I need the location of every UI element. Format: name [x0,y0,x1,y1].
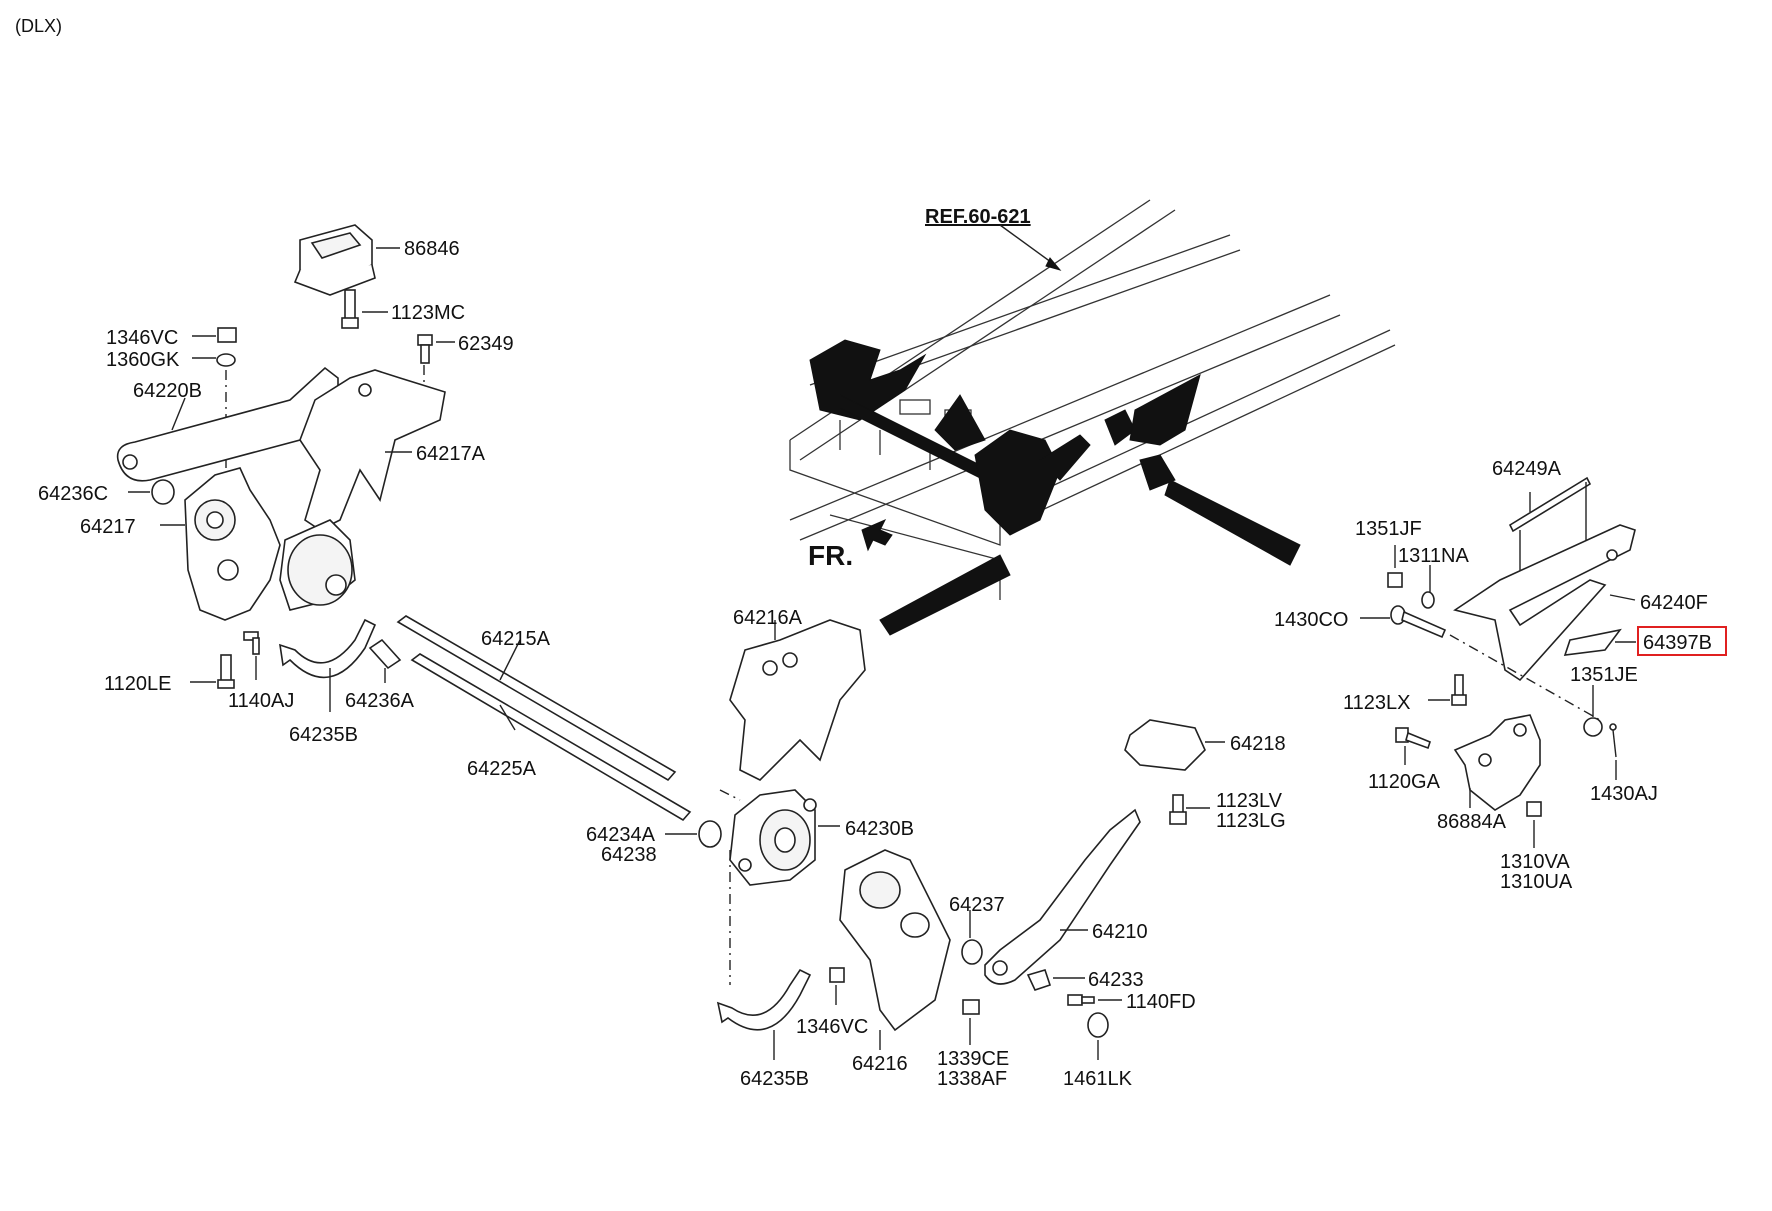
part-label[interactable]: 1346VC [106,327,178,349]
bracket-64217-illustration [184,467,281,621]
part-label[interactable]: 64234A [586,824,656,846]
bolt-1123MC-illustration [341,289,359,329]
part-label[interactable]: 1311NA [1398,545,1469,567]
nut-icon [1387,572,1403,588]
part-label[interactable]: 64217A [416,443,486,465]
part-label[interactable]: 1430AJ [1590,783,1658,805]
part-label[interactable]: 1338AF [937,1068,1007,1090]
bolt-1140AJ-illustration [243,631,260,655]
clamp-64235B-center-illustration [716,968,812,1031]
variant-label: (DLX) [15,16,62,36]
bushing-housing-illustration [279,519,356,611]
part-label[interactable]: 1346VC [796,1016,868,1038]
part-label[interactable]: 64220B [133,380,202,402]
arm-64210-illustration [984,808,1141,985]
part-label[interactable]: 64249A [1492,458,1562,480]
part-label[interactable]: 64233 [1088,969,1144,991]
part-label[interactable]: 1351JF [1355,518,1422,540]
bracket-64216A-illustration [729,619,866,781]
part-label[interactable]: 64236A [345,690,415,712]
part-label[interactable]: 64238 [601,844,657,866]
washer-icon [216,353,236,367]
part-label[interactable]: 86846 [404,238,460,260]
bracket-86884A-illustration [1453,714,1541,811]
clamp-64235B-left-illustration [279,618,377,679]
part-number-labels: 86846 1123MC 1346VC 1360GK 62349 64220B … [38,238,1712,1090]
part-label[interactable]: 1310UA [1500,871,1573,893]
part-label[interactable]: 1123LV [1216,790,1283,812]
bracket-64233-illustration [1026,969,1052,991]
part-label[interactable]: 1140FD [1126,991,1196,1013]
part-label[interactable]: 64216A [733,607,803,629]
part-label[interactable]: 64237 [949,894,1005,916]
nut-icon [962,999,980,1015]
part-label[interactable]: 1123MC [391,302,465,324]
part-label[interactable]: 64218 [1230,733,1286,755]
rod-64249A-illustration [1508,476,1592,533]
part-label[interactable]: 1123LG [1216,810,1286,832]
front-arrow-icon [861,518,893,552]
part-label[interactable]: 1120LE [104,673,171,695]
plate-64218-illustration [1124,719,1206,771]
part-label[interactable]: 1140AJ [228,690,294,712]
bushing-64236A-illustration [368,638,402,670]
reference-label: REF.60-621 [925,206,1031,228]
part-label[interactable]: 1430CO [1274,609,1349,631]
part-label[interactable]: 64230B [845,818,914,840]
part-label[interactable]: 64217 [80,516,136,538]
pin-1430AJ-illustration [1609,723,1617,758]
bracket-64240F-illustration [1453,524,1636,682]
part-label[interactable]: 64216 [852,1053,908,1075]
bolt-1123LX-illustration [1451,674,1467,706]
part-label[interactable]: 64235B [740,1068,809,1090]
part-label[interactable]: 64210 [1092,921,1148,943]
ring-1461LK-illustration [1087,1012,1109,1038]
bolt-62349-illustration [417,334,433,364]
bolt-1123LV-illustration [1169,794,1187,825]
bolt-1430CO-illustration [1390,605,1447,639]
part-label[interactable]: 64240F [1640,592,1708,614]
bolt-1120GA-illustration [1395,727,1431,750]
plate-64397B-illustration [1563,628,1622,656]
mount-block-86846-illustration [293,224,376,296]
part-label[interactable]: 62349 [458,333,514,355]
part-label[interactable]: 1123LX [1343,692,1410,714]
nut-icon [1526,801,1542,817]
arm-64220B-illustration [116,366,339,482]
part-label[interactable]: 1339CE [937,1048,1009,1070]
part-label[interactable]: 1120GA [1368,771,1441,793]
part-label[interactable]: 64215A [481,628,551,650]
washer-icon [1421,591,1435,609]
part-label[interactable]: 1310VA [1500,851,1570,873]
part-label[interactable]: 1461LK [1063,1068,1133,1090]
front-direction-label: FR. [808,540,853,571]
bushing-64236C-illustration [151,479,175,505]
part-label[interactable]: 86884A [1437,811,1507,833]
highlight-box [1637,626,1727,656]
vehicle-frame-illustration [789,199,1396,636]
washer-icon [1583,717,1603,737]
highlighted-part-label[interactable]: 64397B [1643,632,1712,654]
nut-icon [217,327,237,343]
part-label[interactable]: 1351JE [1570,664,1638,686]
part-label[interactable]: 64236C [38,483,108,505]
bushing-64237-illustration [961,939,983,965]
part-label[interactable]: 64235B [289,724,358,746]
rods-illustration [396,615,692,822]
ring-64234A-illustration [698,820,722,848]
bolt-1120LE-illustration [217,654,235,689]
bushing-housing-64230B-illustration [729,789,817,886]
bolt-1140FD-illustration [1067,994,1095,1006]
part-label[interactable]: 1360GK [106,349,180,371]
nut-icon [829,967,845,983]
bracket-64217A-illustration [299,369,446,531]
part-label[interactable]: 64225A [467,758,537,780]
